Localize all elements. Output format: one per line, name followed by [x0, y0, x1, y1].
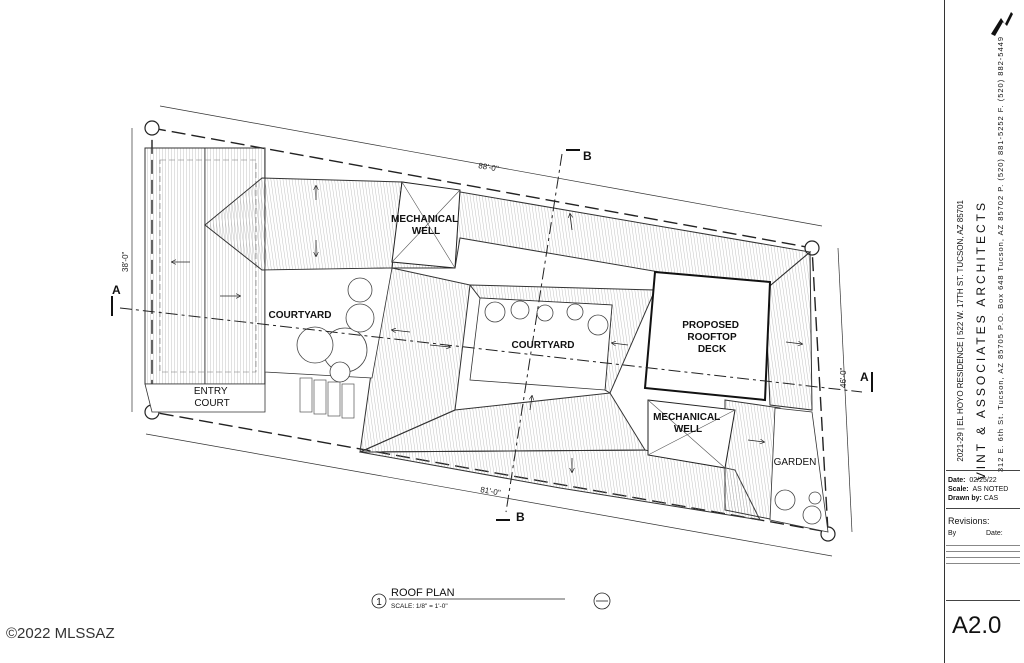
divider	[946, 508, 1020, 509]
dimension-top: 88'-0"	[478, 161, 500, 173]
dimension-right: 46'-0"	[839, 367, 848, 388]
meta-drawn-by: Drawn by: CAS	[948, 495, 999, 502]
plan-scale: SCALE: 1/8" = 1'-0"	[391, 603, 448, 610]
property-line	[151, 127, 829, 533]
title-block	[944, 0, 1024, 663]
section-b-top: B	[583, 149, 592, 163]
plan-title-block: 1 ROOF PLAN SCALE: 1/8" = 1'-0"	[371, 587, 611, 610]
label-garden: GARDEN	[774, 457, 817, 468]
plan-title: ROOF PLAN	[391, 587, 455, 599]
dimension-left: 38'-0"	[121, 251, 130, 272]
label-mechanical-well-1: MECHANICAL WELL	[391, 214, 461, 237]
label-mechanical-well-2: MECHANICAL WELL	[653, 412, 723, 435]
firm-name: VINT & ASSOCIATES ARCHITECTS	[974, 200, 988, 481]
firm-logo-icon	[991, 12, 1013, 36]
divider	[946, 600, 1020, 601]
mechanical-well-1	[391, 181, 461, 269]
section-markers	[111, 149, 873, 521]
revisions-date: Date:	[986, 530, 1003, 537]
west-roof	[144, 147, 266, 385]
plan-number: 1	[376, 597, 382, 608]
courtyard-2-area	[469, 297, 613, 391]
label-courtyard-2: COURTYARD	[512, 340, 575, 351]
dimension-bottom: 81'-0"	[480, 485, 502, 497]
meta-scale: Scale: AS NOTED	[948, 486, 1009, 493]
garden-area	[769, 407, 829, 533]
section-a-left: A	[112, 283, 121, 297]
copyright-watermark: ©2022 MLSSAZ	[6, 625, 115, 642]
label-courtyard-1: COURTYARD	[269, 310, 332, 321]
firm-address: 312 E. 6th St. Tucson, AZ 85705 P.O. Box…	[996, 36, 1005, 473]
divider	[946, 470, 1020, 471]
section-b-bottom: B	[516, 510, 525, 524]
section-lines	[119, 153, 863, 513]
project-name: 2021-29 | EL HOYO RESIDENCE | 522 W. 17T…	[956, 200, 965, 462]
mechanical-well-2	[647, 399, 736, 469]
entry-court-area	[144, 383, 266, 413]
rooftop-deck-area	[643, 270, 772, 402]
section-a-right: A	[860, 370, 869, 384]
revisions-by: By	[948, 530, 957, 537]
meta-date: Date: 02/25/22	[948, 477, 997, 484]
main-roof	[204, 177, 813, 521]
label-entry-court: ENTRY COURT	[194, 386, 230, 409]
sheet-number: A2.0	[952, 612, 1002, 639]
entry-pavers	[299, 377, 355, 419]
revisions-title: Revisions:	[948, 516, 990, 526]
slope-arrows	[172, 186, 802, 472]
revisions-table	[946, 540, 1020, 564]
courtyard-1-area	[264, 267, 393, 383]
